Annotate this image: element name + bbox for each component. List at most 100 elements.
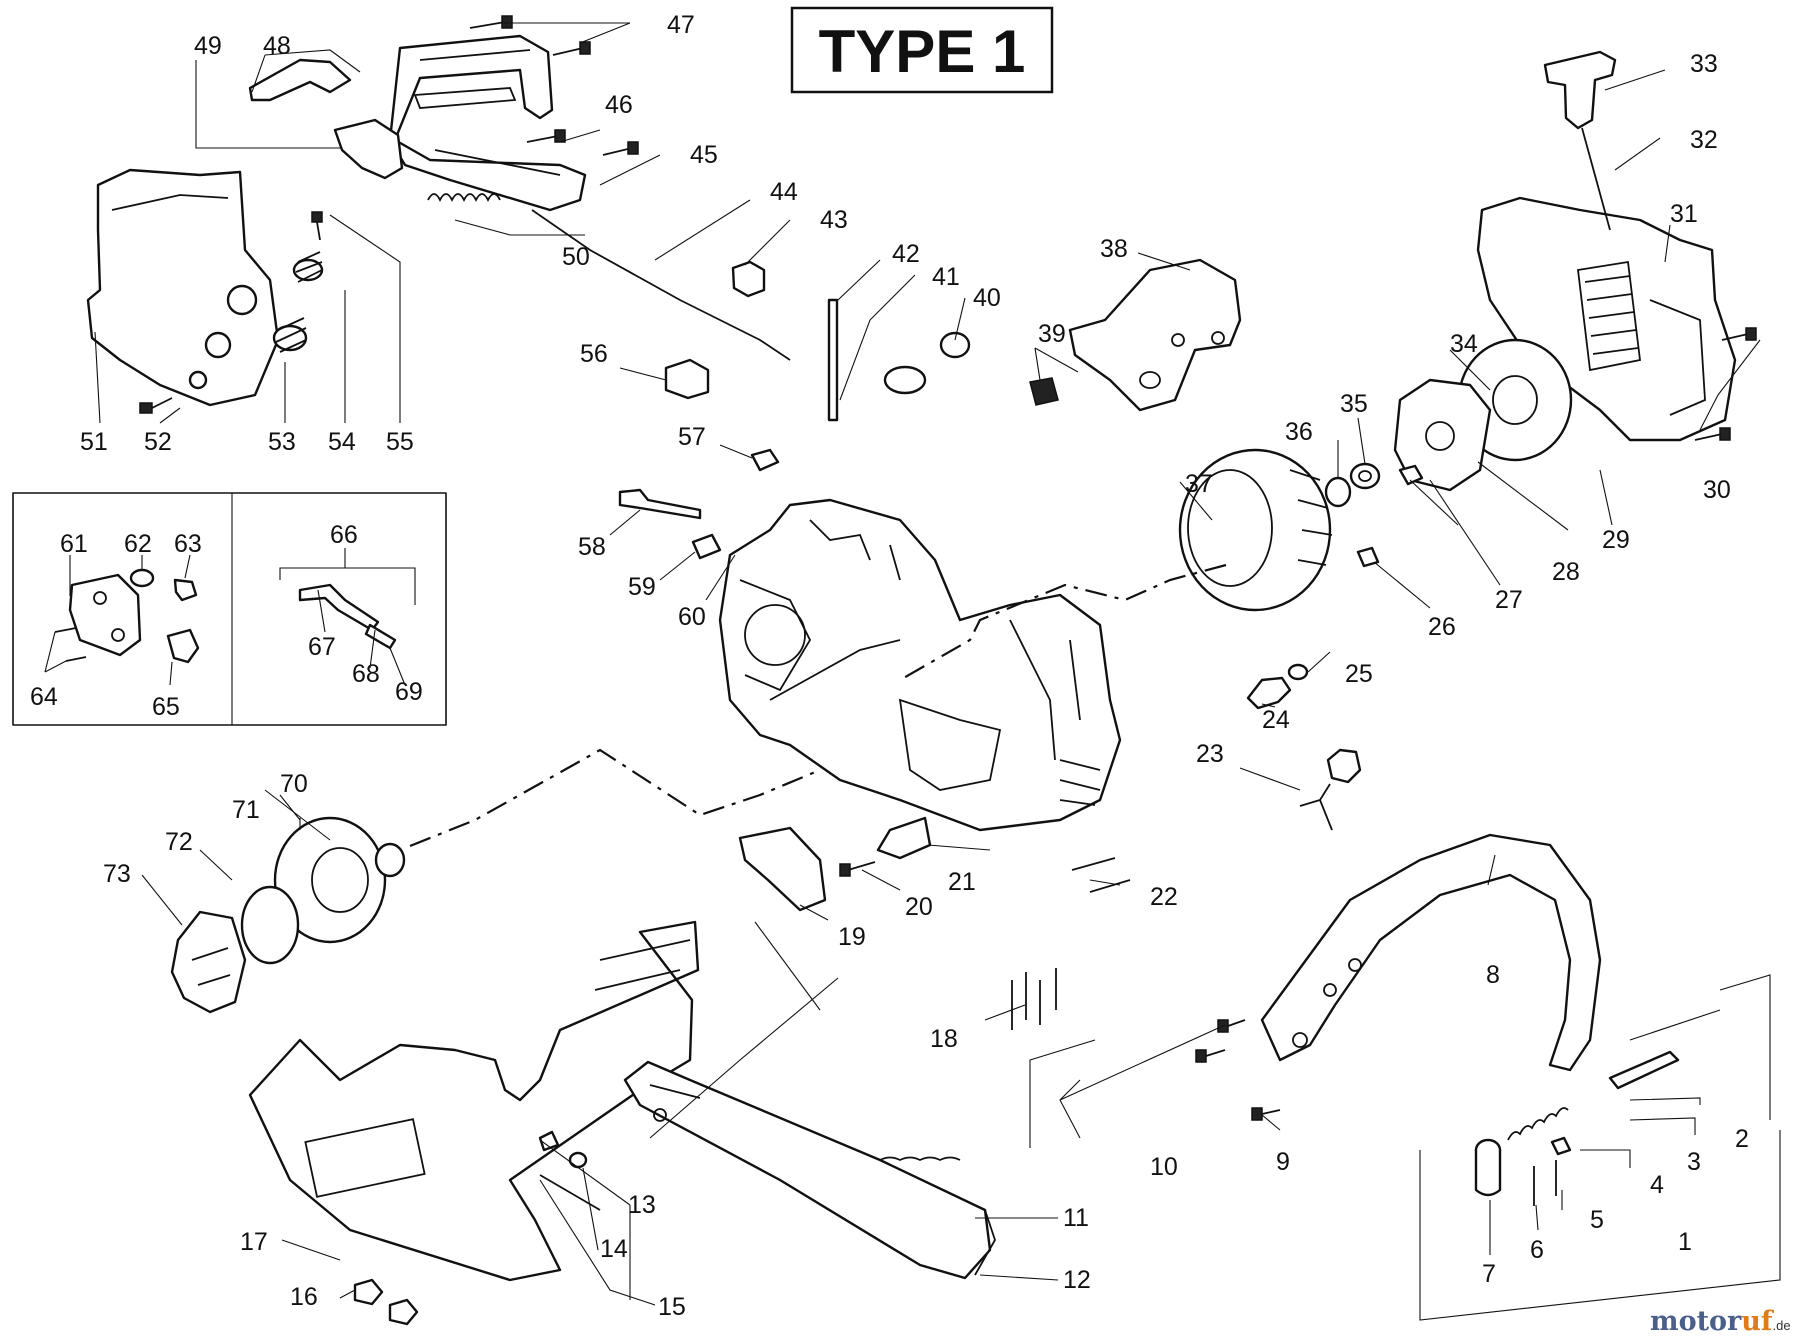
clutch-cover-17 <box>248 920 700 1282</box>
plug-boot-23 <box>1326 748 1362 784</box>
label-26: 26 <box>1428 613 1456 641</box>
shaft-pin <box>618 488 702 520</box>
label-43: 43 <box>820 206 848 234</box>
label-17: 17 <box>240 1228 268 1256</box>
label-21: 21 <box>948 868 976 896</box>
label-24: 24 <box>1262 706 1290 734</box>
label-68: 68 <box>352 660 380 688</box>
spark-plug-parts <box>1246 663 1362 831</box>
label-51: 51 <box>80 428 108 456</box>
label-3: 3 <box>1687 1148 1701 1176</box>
label-60: 60 <box>678 603 706 631</box>
label-39: 39 <box>1038 320 1066 348</box>
rear-handle-rib <box>419 49 561 176</box>
label-73: 73 <box>103 860 131 888</box>
centerline-crankshaft <box>899 563 1227 681</box>
front-handle-assembly <box>86 168 324 414</box>
label-25: 25 <box>1345 660 1373 688</box>
label-47: 47 <box>667 11 695 39</box>
label-65: 65 <box>152 693 180 721</box>
centerline-clutch <box>409 748 821 848</box>
label-58: 58 <box>578 533 606 561</box>
spark-plug-24 <box>1246 676 1292 710</box>
throttle-spring <box>427 193 501 203</box>
label-45: 45 <box>690 141 718 169</box>
label-27: 27 <box>1495 586 1523 614</box>
diagram-title: TYPE 1 <box>819 18 1026 85</box>
label-55: 55 <box>386 428 414 456</box>
stud-42 <box>827 298 839 422</box>
label-28: 28 <box>1552 558 1580 586</box>
label-31: 31 <box>1670 200 1698 228</box>
title-box: TYPE 1 <box>790 6 1054 94</box>
label-53: 53 <box>268 428 296 456</box>
label-70: 70 <box>280 770 308 798</box>
label-6: 6 <box>1530 1236 1544 1264</box>
carb-body <box>68 573 142 657</box>
crankcase-small-parts <box>618 258 1242 560</box>
label-18: 18 <box>930 1025 958 1053</box>
label-35: 35 <box>1340 390 1368 418</box>
label-4: 4 <box>1650 1171 1664 1199</box>
bracket-38 <box>1068 258 1242 412</box>
label-64: 64 <box>30 683 58 711</box>
stop-switch <box>664 358 710 400</box>
label-1: 1 <box>1678 1228 1692 1256</box>
starter-rope <box>1581 127 1611 231</box>
label-10: 10 <box>1150 1153 1178 1181</box>
label-57: 57 <box>678 423 706 451</box>
label-19: 19 <box>838 923 866 951</box>
throttle-lever <box>248 58 352 102</box>
label-9: 9 <box>1276 1148 1290 1176</box>
label-63: 63 <box>174 530 202 558</box>
starter-housing <box>1476 196 1737 442</box>
label-40: 40 <box>973 284 1001 312</box>
label-37: 37 <box>1185 470 1213 498</box>
fuel-cap <box>883 331 971 395</box>
saw-chain-12 <box>879 1156 996 1276</box>
label-32: 32 <box>1690 126 1718 154</box>
rear-handle-inner <box>413 87 517 109</box>
label-50: 50 <box>562 243 590 271</box>
clutch-washer-72 <box>240 885 300 965</box>
label-56: 56 <box>580 340 608 368</box>
label-16: 16 <box>290 1283 318 1311</box>
label-41: 41 <box>932 263 960 291</box>
leader-lines <box>44 22 1761 1306</box>
label-71: 71 <box>232 796 260 824</box>
label-29: 29 <box>1602 526 1630 554</box>
washer-70 <box>374 842 406 878</box>
label-33: 33 <box>1690 50 1718 78</box>
label-22: 22 <box>1150 883 1178 911</box>
label-61: 61 <box>60 530 88 558</box>
label-34: 34 <box>1450 330 1478 358</box>
label-2: 2 <box>1735 1125 1749 1153</box>
starter-grip <box>1543 50 1617 130</box>
label-54: 54 <box>328 428 356 456</box>
label-69: 69 <box>395 678 423 706</box>
bar-plate-19 <box>738 826 827 912</box>
front-guard-8 <box>1260 833 1602 1072</box>
part-number-labels: 47 46 48 49 45 44 43 50 42 41 40 39 38 3… <box>30 11 1749 1321</box>
carburetor-inset <box>12 492 447 726</box>
label-12: 12 <box>1063 1266 1091 1294</box>
spring-cassette <box>1393 378 1492 492</box>
brake-sleeve-7 <box>1474 1138 1502 1197</box>
throttle-cable <box>531 209 791 361</box>
screws-30 <box>1694 327 1757 441</box>
throttle-trigger <box>333 118 404 180</box>
label-7: 7 <box>1482 1260 1496 1288</box>
label-13: 13 <box>628 1191 656 1219</box>
label-66: 66 <box>330 521 358 549</box>
label-62: 62 <box>124 530 152 558</box>
crankcase-body <box>718 498 1122 832</box>
label-20: 20 <box>905 893 933 921</box>
screw-group-47 <box>469 15 639 156</box>
brake-spring-3 <box>1507 1107 1569 1141</box>
clutch-drum-71 <box>273 816 387 944</box>
chain-brake-assembly <box>1195 833 1781 1321</box>
label-8: 8 <box>1486 961 1500 989</box>
av-spring-53 <box>272 317 308 353</box>
label-48: 48 <box>263 32 291 60</box>
label-14: 14 <box>600 1235 628 1263</box>
